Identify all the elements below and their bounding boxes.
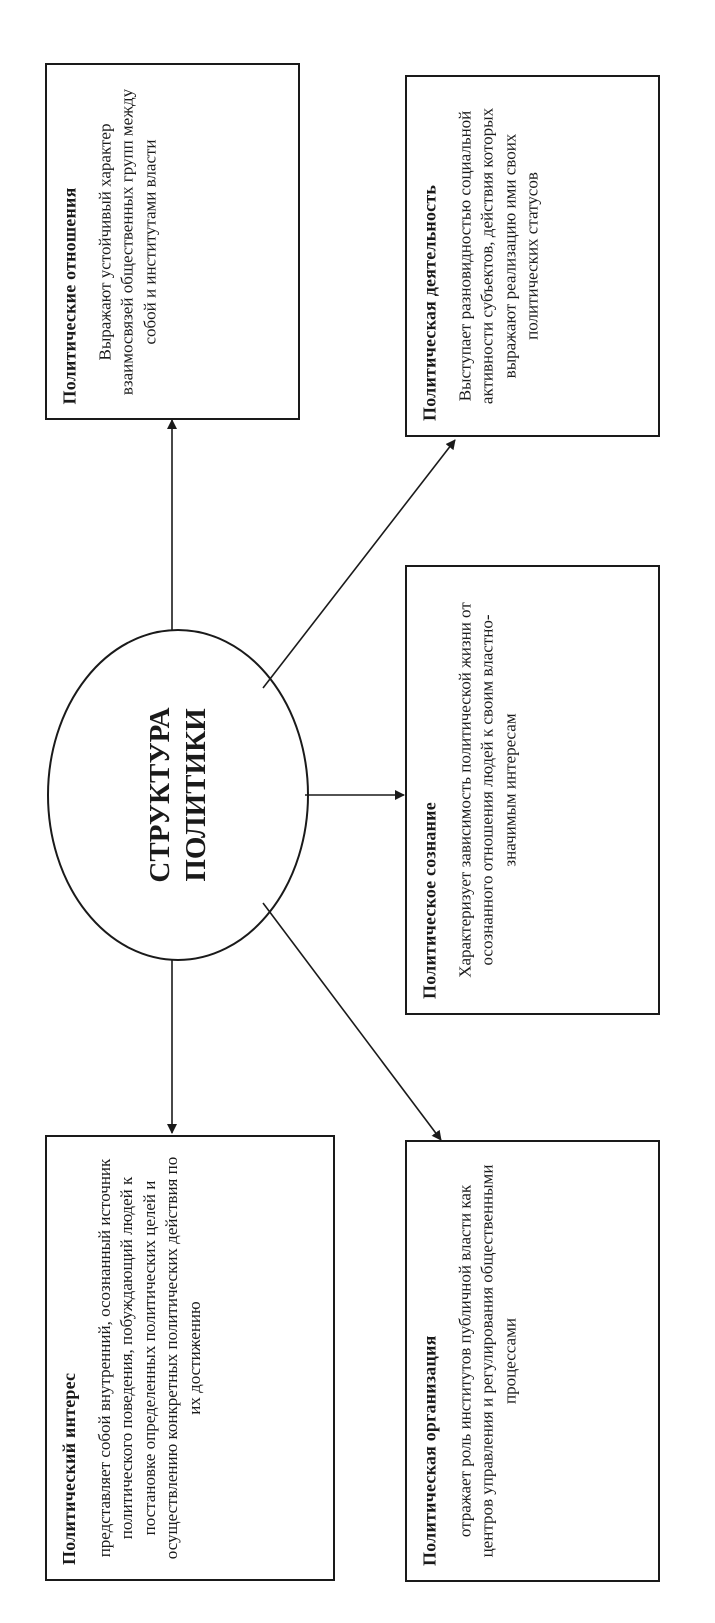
box-political-consciousness-title: Политическое сознание	[419, 802, 439, 999]
box-political-relations-title: Политические отношения	[59, 186, 79, 404]
box-political-relations-text: Выражают устойчивый характер взаимосвязе…	[95, 88, 159, 395]
center-label-line2: ПОЛИТИКИ	[180, 708, 212, 882]
arrow-to-activity	[262, 439, 456, 689]
box-political-activity-text: Выступает разновидностью социальной акти…	[455, 107, 542, 405]
center-label-line1: СТРУКТУРА	[143, 707, 176, 883]
box-political-interest-title: Политический интерес	[59, 1372, 79, 1565]
center-label: СТРУКТУРА ПОЛИТИКИ	[48, 630, 308, 960]
box-political-organization-title: Политическая организация	[419, 1335, 439, 1566]
box-political-interest-text: представляет собой внутренний, осознанны…	[95, 1156, 204, 1560]
arrow-to-organization	[262, 902, 442, 1141]
box-political-organization: Политическая организация отражает роль и…	[405, 1140, 660, 1582]
box-political-organization-text: отражает роль институтов публичной власт…	[455, 1164, 519, 1558]
box-political-consciousness-text: Характеризует зависимость политической ж…	[455, 602, 519, 978]
box-political-interest: Политический интерес представляет собой …	[45, 1135, 335, 1581]
box-political-activity: Политическая деятельность Выступает разн…	[405, 75, 660, 437]
box-political-relations: Политические отношения Выражают устойчив…	[45, 63, 300, 420]
box-political-consciousness: Политическое сознание Характеризует зави…	[405, 565, 660, 1015]
box-political-activity-title: Политическая деятельность	[419, 184, 439, 421]
